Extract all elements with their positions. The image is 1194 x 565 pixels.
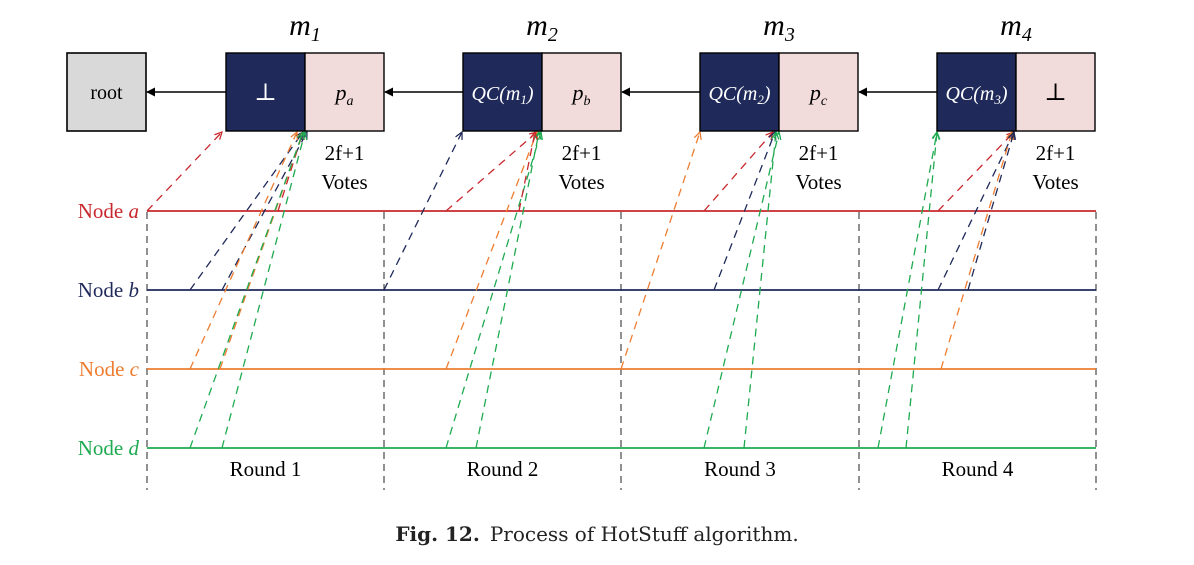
vote-arrow-node-a [445,132,537,212]
vote-arrow-node-c [620,132,700,370]
vote-arrows [146,132,1014,449]
round-dividers [146,212,1097,490]
block-m3-qc-cell [699,52,780,132]
block-m2-votes-word: Votes [558,170,604,194]
vote-arrow-node-d [743,132,776,449]
block-m2-votes-count: 2f+1 [562,141,602,165]
block-m4-title: m4 [1000,9,1032,46]
block-m1-payload-label: pa [334,80,354,109]
block-m1-qc-label: ⊥ [254,80,277,106]
block-m3-payload-cell [778,52,859,132]
vote-arrow-node-b [383,132,462,291]
block-m3-title: m3 [763,9,795,46]
root-label: root [90,82,123,104]
vote-arrow-node-d [221,132,305,449]
block-m1-payload-cell [304,52,385,132]
block-m2-title: m2 [526,9,558,46]
block-m2-qc-label: QC(m1) [471,83,533,107]
block-m3-qc-label: QC(m2) [708,83,770,107]
round-3-label: Round 3 [704,457,776,481]
vote-arrow-node-b [221,132,307,291]
block-m1-qc-cell [225,52,306,132]
node-b-label: Node b [78,278,139,302]
root-block [66,52,147,132]
block-m3-payload-label: pc [808,80,828,109]
block-m4-qc-label: QC(m3) [945,83,1007,107]
vote-arrow-node-d [877,132,937,449]
caption-label: Fig. 12. [395,522,480,546]
round-2-label: Round 2 [467,457,539,481]
block-m1-votes-word: Votes [321,170,367,194]
node-d-label: Node d [78,436,140,460]
vote-arrow-node-b [713,132,775,291]
round-4-label: Round 4 [942,457,1014,481]
vote-arrow-node-c [445,132,537,370]
block-m1-title: m1 [289,9,321,46]
block-m4-qc-cell [936,52,1017,132]
vote-arrow-node-a [937,132,1014,212]
vote-arrow-node-d [905,132,937,449]
block-chain: rootm1⊥pa2f+1Votesm2QC(m1)pb2f+1Votesm3Q… [66,9,1096,194]
block-m4-votes-count: 2f+1 [1036,141,1076,165]
round-1-label: Round 1 [230,457,302,481]
block-m4-votes-word: Votes [1032,170,1078,194]
node-a-label: Node a [78,199,139,223]
vote-arrow-node-a [703,132,773,212]
vote-arrow-node-a [146,132,222,212]
node-timelines [147,210,1096,449]
vote-arrow-node-c [189,132,297,370]
block-m1-votes-count: 2f+1 [325,141,365,165]
figure-caption: Fig. 12. Process of HotStuff algorithm. [0,522,1194,546]
vote-arrow-node-b [189,132,303,291]
vote-arrow-node-b [937,132,1014,291]
block-m2-payload-cell [541,52,622,132]
node-c-label: Node c [79,357,140,381]
vote-arrow-node-c [940,132,1012,370]
block-m3-votes-word: Votes [795,170,841,194]
labels: Node a Node b Node c Node d Round 1 Round 2 Ro… [78,199,1014,481]
block-m3-votes-count: 2f+1 [799,141,839,165]
block-m4-payload-cell [1015,52,1096,132]
vote-arrow-node-d [703,132,779,449]
block-m2-payload-label: pb [571,80,591,109]
block-m4-payload-label: ⊥ [1044,80,1067,106]
caption-text: Process of HotStuff algorithm. [489,522,799,546]
vote-arrow-node-d [475,132,539,449]
